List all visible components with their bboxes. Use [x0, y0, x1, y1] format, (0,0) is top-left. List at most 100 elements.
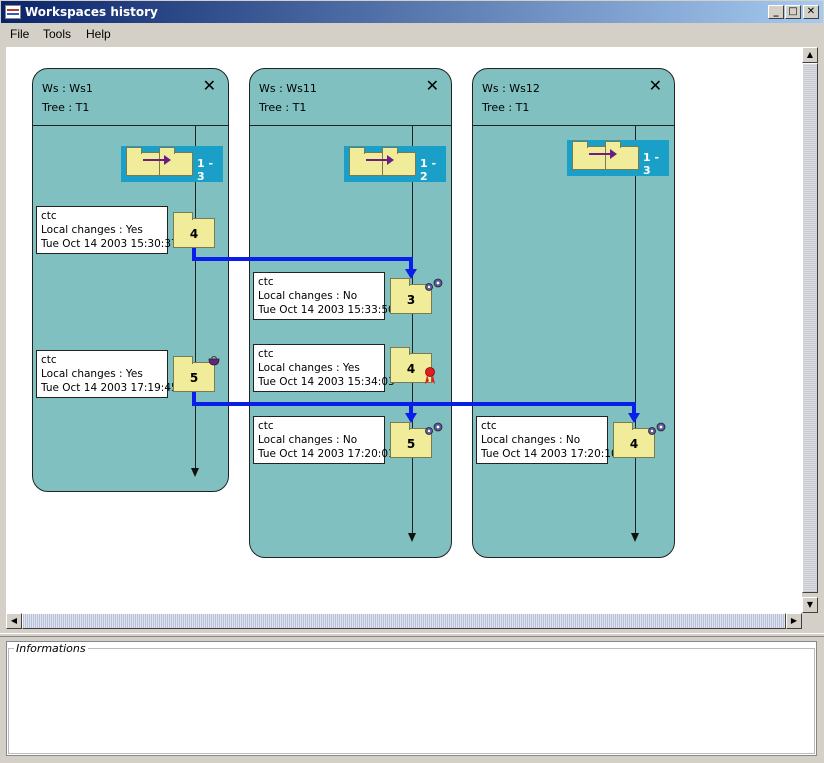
version-changes: Local changes : No [481, 434, 581, 446]
window-title: Workspaces history [25, 5, 158, 19]
merge-range: 1 - 2 [420, 157, 437, 183]
workspace-tree: Tree : T1 [259, 101, 307, 114]
menu-tools[interactable]: Tools [43, 27, 72, 41]
version-changes: Local changes : Yes [41, 224, 143, 236]
minimize-button[interactable]: _ [768, 5, 784, 19]
merge-arrow-icon [143, 155, 171, 165]
splitter[interactable] [0, 633, 824, 637]
close-icon[interactable]: ✕ [648, 76, 662, 95]
vertical-scrollbar[interactable]: ▲ ▼ [802, 47, 818, 613]
workspace-tree: Tree : T1 [42, 101, 90, 114]
merge-box-ws11[interactable]: 1 - 2 [344, 146, 446, 183]
version-date: Tue Oct 14 2003 17:20:10 [481, 448, 618, 460]
version-number: 5 [189, 371, 199, 385]
merge-arrow-icon [366, 155, 394, 165]
timeline-arrow-icon [408, 533, 416, 542]
timeline [195, 126, 196, 470]
link-arrow-icon [405, 413, 417, 423]
horizontal-scroll-thumb[interactable] [22, 613, 786, 629]
link-line [192, 247, 413, 271]
workspace-name: Ws : Ws1 [42, 82, 93, 95]
workspace-tree: Tree : T1 [482, 101, 530, 114]
version-changes: Local changes : No [258, 434, 358, 446]
version-info-ws11-4: ctc Local changes : Yes Tue Oct 14 2003 … [253, 344, 395, 392]
horizontal-scrollbar[interactable]: ◀ ▶ [6, 613, 802, 629]
version-date: Tue Oct 14 2003 17:20:01 [258, 448, 395, 460]
version-user: ctc [258, 420, 274, 432]
informations-content [8, 648, 815, 754]
timeline [635, 126, 636, 534]
link-line [192, 392, 636, 415]
folder-icon [126, 147, 160, 176]
scroll-left-icon[interactable]: ◀ [6, 613, 22, 629]
merge-range: 1 - 3 [643, 151, 660, 177]
version-number: 4 [406, 362, 416, 376]
link-lines [192, 247, 640, 423]
link-arrow-icon [628, 413, 640, 423]
maximize-button[interactable]: □ [785, 5, 801, 19]
history-canvas: Ws : Ws1 Tree : T1 ✕ Ws : Ws11 Tree : T1… [6, 47, 802, 613]
version-number: 4 [189, 227, 199, 241]
merge-arrow-icon [589, 149, 617, 159]
close-icon[interactable]: ✕ [202, 76, 216, 95]
version-info-ws11-3: ctc Local changes : No Tue Oct 14 2003 1… [253, 272, 395, 320]
version-changes: Local changes : No [258, 290, 358, 302]
version-info-ws1-5: ctc Local changes : Yes Tue Oct 14 2003 … [36, 350, 178, 398]
version-folder-ws11-3[interactable]: 3 [390, 278, 432, 314]
scroll-up-icon[interactable]: ▲ [802, 47, 818, 63]
version-folder-ws1-4[interactable]: 4 [173, 212, 215, 248]
version-number: 3 [406, 293, 416, 307]
close-icon[interactable]: ✕ [425, 76, 439, 95]
informations-panel [6, 641, 817, 756]
link-arrow-icon [405, 269, 417, 279]
timeline-arrow-icon [191, 468, 199, 477]
workspace-name: Ws : Ws12 [482, 82, 540, 95]
app-icon [5, 5, 21, 19]
workspace-name: Ws : Ws11 [259, 82, 317, 95]
folder-icon [572, 141, 606, 170]
version-number: 4 [629, 437, 639, 451]
version-folder-ws12-4[interactable]: 4 [613, 422, 655, 458]
merge-box-ws1[interactable]: 1 - 3 [121, 146, 223, 183]
version-user: ctc [41, 354, 57, 366]
ribbon-icon [425, 367, 435, 384]
version-date: Tue Oct 14 2003 17:19:45 [41, 382, 178, 394]
version-user: ctc [481, 420, 497, 432]
version-date: Tue Oct 14 2003 15:30:37 [41, 238, 178, 250]
panel-divider [33, 125, 228, 126]
version-changes: Local changes : Yes [41, 368, 143, 380]
merge-range: 1 - 3 [197, 157, 214, 183]
merge-box-ws12[interactable]: 1 - 3 [567, 140, 669, 177]
panel-divider [250, 125, 451, 126]
version-folder-ws11-4[interactable]: 4 [390, 347, 432, 383]
menu-bar: File Tools Help [0, 24, 824, 44]
version-user: ctc [258, 348, 274, 360]
version-date: Tue Oct 14 2003 15:33:50 [258, 304, 395, 316]
menu-file[interactable]: File [10, 27, 30, 41]
version-folder-ws11-5[interactable]: 5 [390, 422, 432, 458]
informations-title: Informations [14, 642, 88, 655]
timeline [412, 126, 413, 534]
title-bar: Workspaces history _ □ ✕ [0, 0, 824, 24]
timeline-arrow-icon [631, 533, 639, 542]
menu-help[interactable]: Help [86, 27, 111, 41]
version-info-ws11-5: ctc Local changes : No Tue Oct 14 2003 1… [253, 416, 395, 464]
pot-icon [208, 356, 220, 366]
scroll-down-icon[interactable]: ▼ [802, 597, 818, 613]
gear-icon [648, 422, 666, 435]
vertical-scroll-thumb[interactable] [802, 63, 818, 593]
version-info-ws1-4: ctc Local changes : Yes Tue Oct 14 2003 … [36, 206, 178, 254]
panel-divider [473, 125, 674, 126]
close-window-button[interactable]: ✕ [803, 5, 819, 19]
version-date: Tue Oct 14 2003 15:34:03 [258, 376, 395, 388]
version-changes: Local changes : Yes [258, 362, 360, 374]
version-number: 5 [406, 437, 416, 451]
version-user: ctc [41, 210, 57, 222]
gear-icon [425, 278, 443, 291]
scroll-right-icon[interactable]: ▶ [786, 613, 802, 629]
version-info-ws12-4: ctc Local changes : No Tue Oct 14 2003 1… [476, 416, 618, 464]
version-user: ctc [258, 276, 274, 288]
workspace-panel-ws1[interactable]: Ws : Ws1 Tree : T1 ✕ [32, 68, 229, 492]
version-folder-ws1-5[interactable]: 5 [173, 356, 215, 392]
folder-icon [349, 147, 383, 176]
